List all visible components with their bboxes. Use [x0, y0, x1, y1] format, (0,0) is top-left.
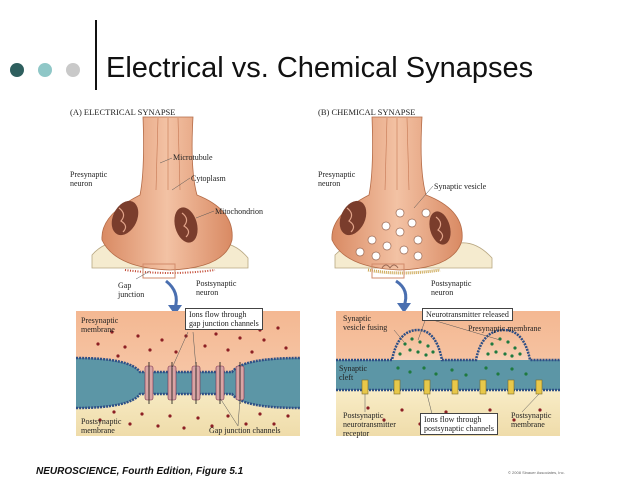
electrical-presynaptic-neuron-label: Presynaptic neuron	[70, 170, 108, 188]
gap-junction-channels-label: Gap junction channels	[209, 426, 281, 435]
chemical-presynaptic-neuron	[331, 116, 493, 313]
electrical-panel-title: (A) ELECTRICAL SYNAPSE	[70, 107, 176, 117]
postsynaptic-ions-flow-label: Ions flow through postsynaptic channels	[420, 413, 498, 435]
electrical-postsynaptic-neuron-label: Postsynaptic neuron	[196, 279, 237, 297]
cytoplasm-label: Cytoplasm	[191, 174, 226, 183]
slide-title: Electrical vs. Chemical Synapses	[106, 52, 534, 84]
electrical-zoom	[75, 311, 301, 436]
electrical-presynaptic-membrane-label: Presynaptic membrane	[81, 316, 119, 334]
electrical-presynaptic-neuron	[91, 116, 249, 315]
synaptic-cleft-label: Synaptic cleft	[339, 364, 367, 382]
copyright-notice: © 2008 Sinauer Associates, Inc.	[508, 470, 565, 475]
chemical-panel-title: (B) CHEMICAL SYNAPSE	[318, 107, 416, 117]
figure-caption: NEUROSCIENCE, Fourth Edition, Figure 5.1	[36, 466, 244, 477]
synaptic-vesicle-fusing-label: Synaptic vesicle fusing	[343, 314, 388, 332]
gap-junction-label: Gap junction	[118, 281, 145, 299]
postsynaptic-receptor-label: Postsynaptic neurotransmitter receptor	[343, 411, 396, 438]
chemical-presynaptic-neuron-label: Presynaptic neuron	[318, 170, 356, 188]
mitochondrion-label: Mitochondrion	[215, 207, 263, 216]
microtubule-label: Microtubule	[173, 153, 213, 162]
synaptic-vesicle-label: Synaptic vesicle	[434, 182, 487, 191]
gap-junction-ions-flow-label: Ions flow through gap junction channels	[185, 308, 263, 330]
bullet-dot-icon	[66, 63, 80, 77]
chemical-presynaptic-membrane-label: Presynaptic membrane	[468, 324, 542, 333]
chemical-postsynaptic-membrane-label: Postsynaptic membrane	[511, 411, 552, 429]
electrical-postsynaptic-membrane-label: Postsynaptic membrane	[81, 417, 122, 435]
chemical-postsynaptic-neuron-label: Postsynaptic neuron	[431, 279, 472, 297]
bullet-dot-icon	[38, 63, 52, 77]
title-divider	[95, 20, 97, 90]
bullet-dot-icon	[10, 63, 24, 77]
neurotransmitter-released-label: Neurotransmitter released	[422, 308, 513, 321]
